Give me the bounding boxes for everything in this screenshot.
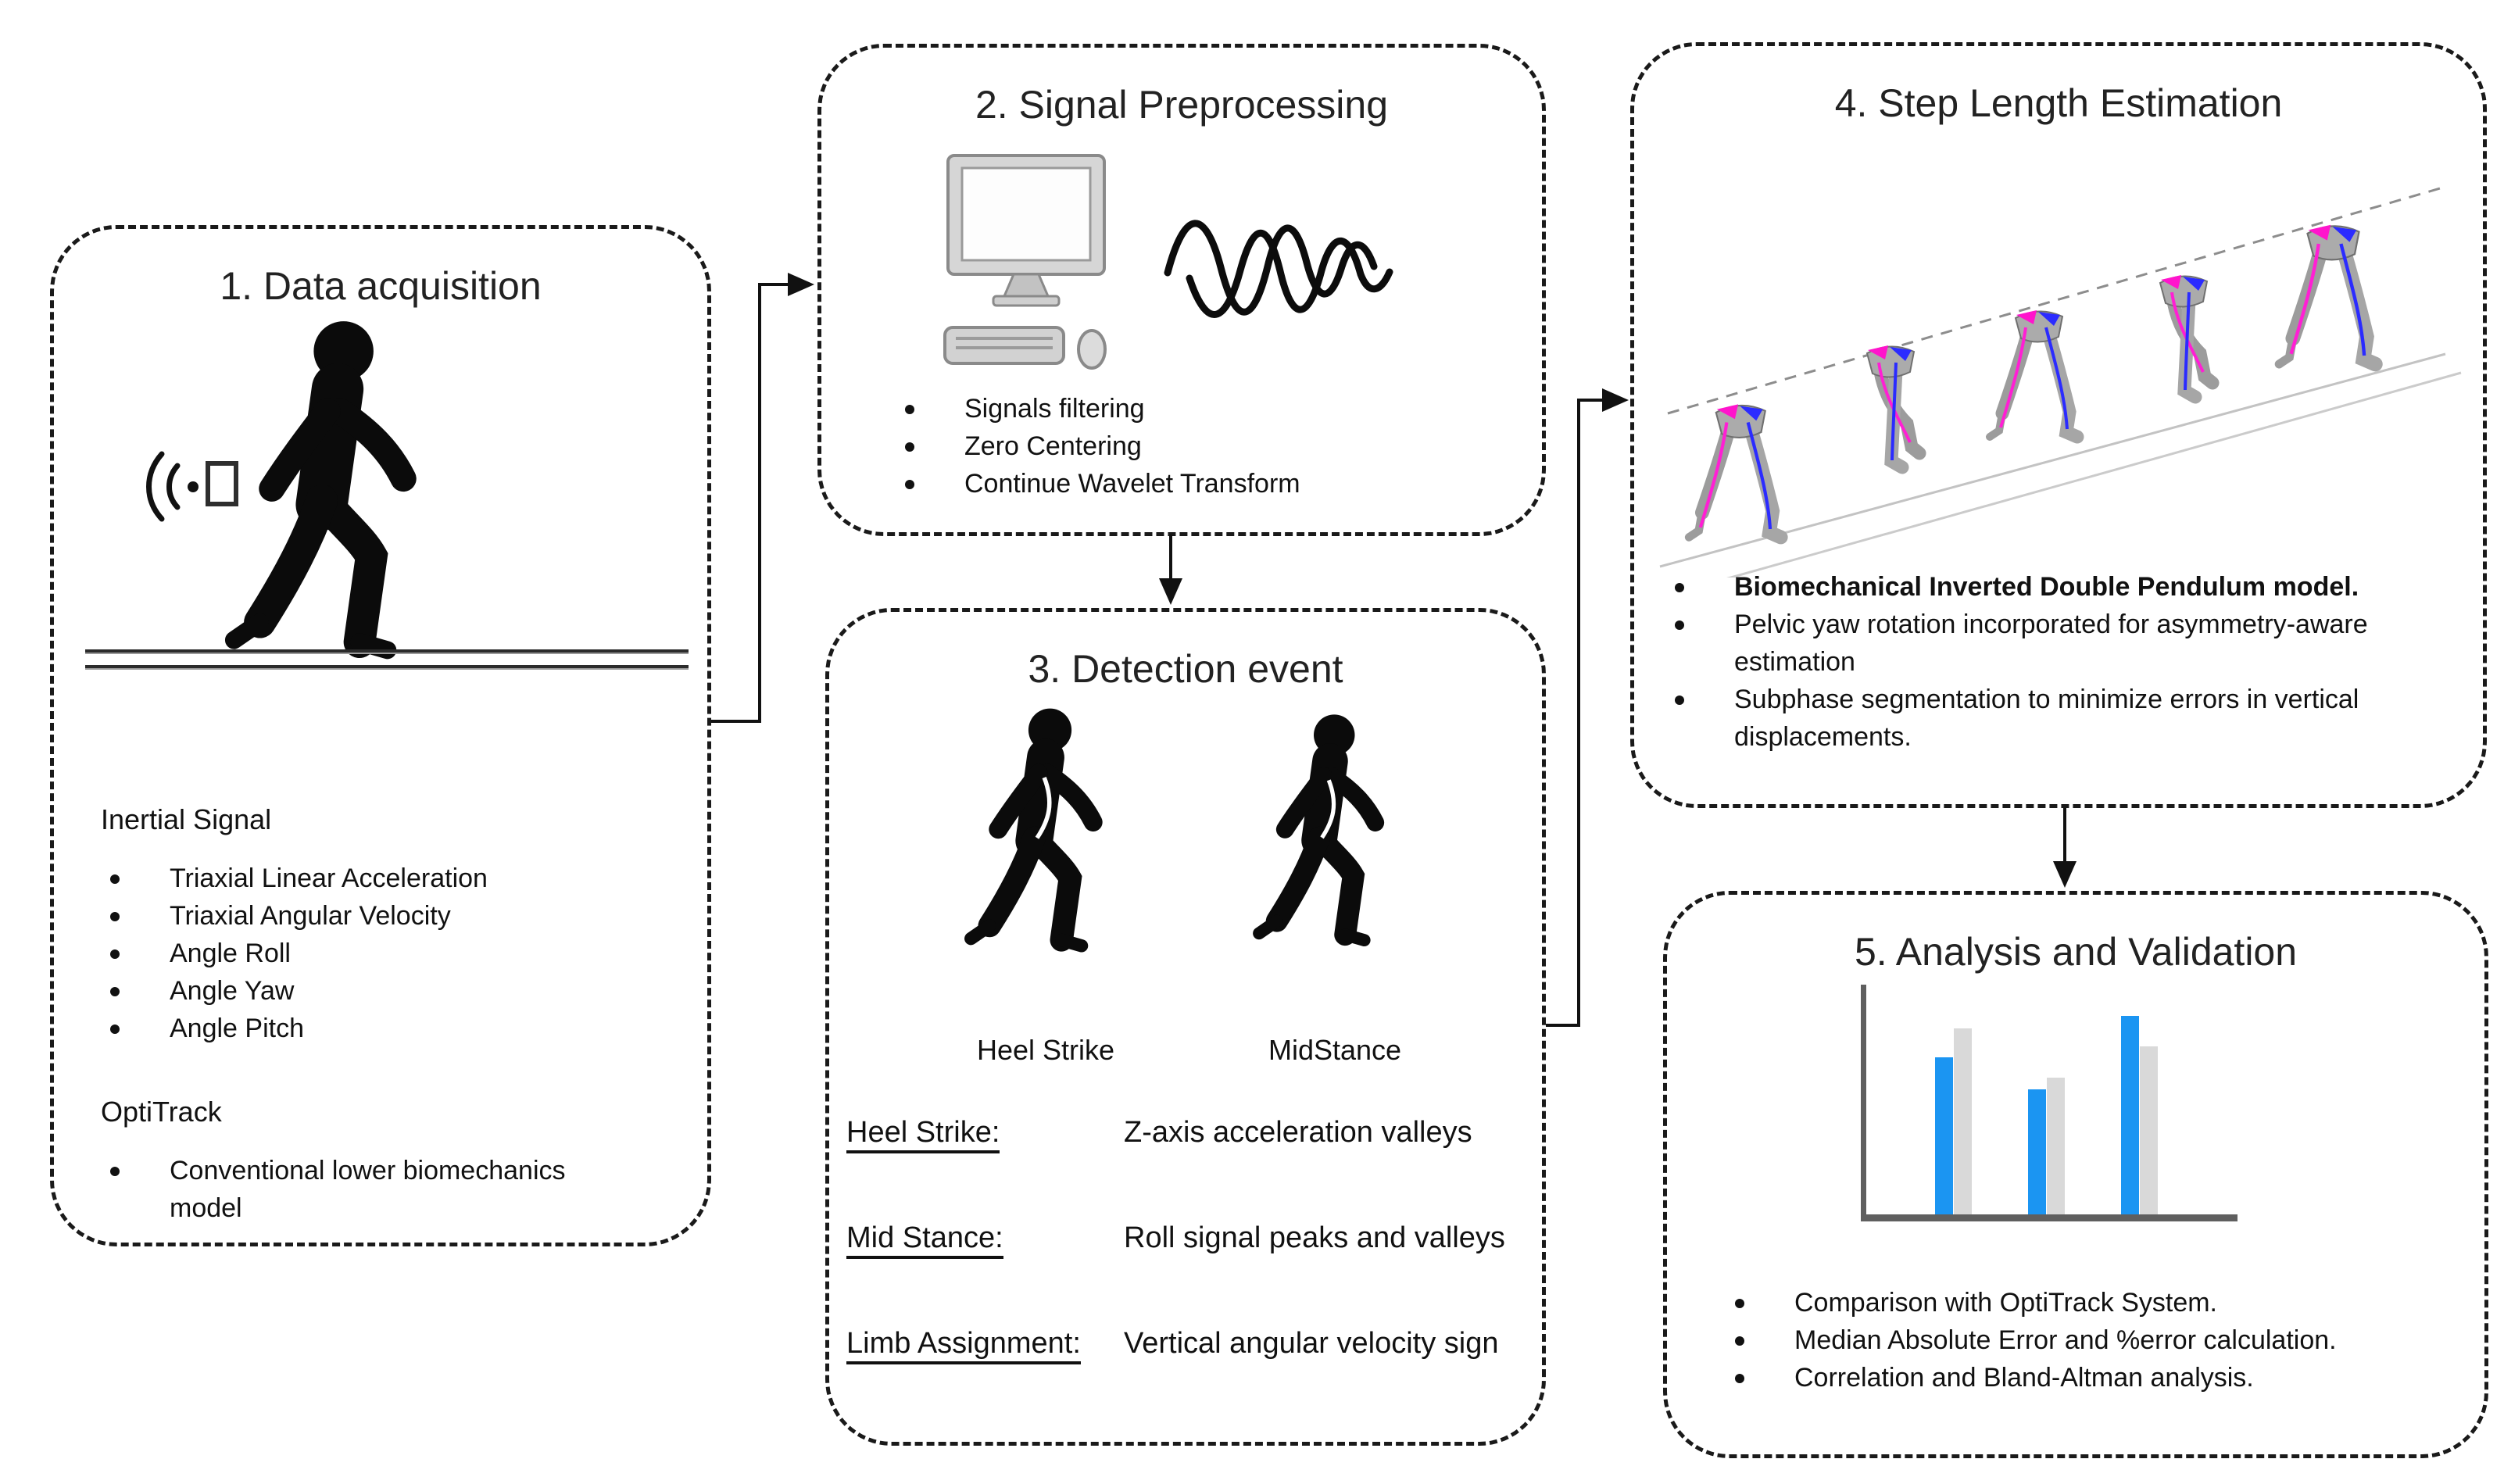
list-item: Continue Wavelet Transform: [896, 465, 1300, 502]
list-item: Signals filtering: [896, 390, 1300, 427]
blue-bar: [1935, 1057, 1953, 1214]
panel-title: 4. Step Length Estimation: [1834, 81, 2283, 125]
panel-title: 3. Detection event: [1028, 647, 1343, 691]
grey-bar: [2047, 1078, 2065, 1214]
figure-label-midstance: MidStance: [1268, 1034, 1402, 1066]
connector-3-segment: [1577, 399, 1580, 1027]
panel-detection-event: 3. Detection event Heel Strike MidStance…: [825, 608, 1546, 1446]
list-item: Angle Roll: [101, 935, 601, 972]
list-item: Angle Pitch: [101, 1010, 601, 1047]
panel-title: 5. Analysis and Validation: [1854, 930, 2298, 974]
list-item: Triaxial Angular Velocity: [101, 897, 601, 935]
figure-label-heel-strike: Heel Strike: [976, 1034, 1115, 1066]
connector-1-segment: [761, 283, 788, 286]
leg-model-sequence-icon: [1659, 185, 2462, 578]
arrow-down-icon: [1159, 578, 1182, 605]
definition-row: Heel Strike: Z-axis acceleration valleys: [846, 1116, 1534, 1153]
grey-bar: [1954, 1028, 1972, 1214]
connector-4-segment: [2063, 808, 2066, 863]
list-item: Triaxial Linear Acceleration: [101, 860, 601, 897]
inertial-signal-heading: Inertial Signal: [101, 803, 272, 835]
list-item: Correlation and Bland-Altman analysis.: [1726, 1359, 2445, 1396]
desktop-computer-icon: [943, 154, 1107, 370]
list-item: Subphase segmentation to minimize errors…: [1665, 681, 2455, 756]
definition-row: Limb Assignment: Vertical angular veloci…: [846, 1327, 1534, 1364]
definition-list: Heel Strike: Z-axis acceleration valleys…: [846, 1116, 1534, 1432]
grey-bar: [2140, 1046, 2158, 1214]
definition-term: Limb Assignment:: [846, 1327, 1081, 1364]
connector-3-segment: [1580, 399, 1604, 402]
list-item: Conventional lower biomechanics model: [101, 1152, 601, 1227]
list-item: Biomechanical Inverted Double Pendulum m…: [1665, 568, 2455, 606]
connector-1-segment: [711, 720, 761, 723]
blue-bar: [2121, 1016, 2139, 1214]
list-item: Median Absolute Error and %error calcula…: [1726, 1321, 2445, 1359]
panel-step-length-estimation: 4. Step Length Estimation Biomechanical …: [1630, 42, 2487, 808]
walking-person-icon: [1248, 706, 1412, 957]
list-item: Comparison with OptiTrack System.: [1726, 1284, 2445, 1321]
list-item: Pelvic yaw rotation incorporated for asy…: [1665, 606, 2455, 681]
definition-term: Heel Strike:: [846, 1116, 1000, 1153]
panel-title: 1. Data acquisition: [220, 264, 542, 308]
list-item: Angle Yaw: [101, 972, 601, 1010]
step-length-list: Biomechanical Inverted Double Pendulum m…: [1665, 568, 2455, 756]
arrow-right-icon: [1602, 388, 1629, 412]
arrow-right-icon: [788, 273, 814, 296]
connector-1-segment: [758, 283, 761, 723]
hip-sensor-icon: [206, 461, 238, 506]
panel-analysis-validation: 5. Analysis and Validation Comparison wi…: [1663, 891, 2488, 1458]
arrow-down-icon: [2053, 861, 2077, 888]
definition-description: Roll signal peaks and valleys: [1124, 1221, 1505, 1254]
panel-title: 2. Signal Preprocessing: [975, 83, 1389, 127]
ground-line: [85, 665, 689, 668]
walking-person-icon: [959, 706, 1132, 957]
definition-description: Z-axis acceleration valleys: [1124, 1116, 1472, 1149]
walking-person-icon: [234, 321, 403, 650]
bar-chart-icon: [1861, 985, 2238, 1221]
panel-signal-preprocessing: 2. Signal Preprocessing Signals filterin…: [817, 44, 1546, 536]
blue-bar: [2028, 1089, 2046, 1214]
optitrack-heading: OptiTrack: [101, 1096, 222, 1128]
walking-person-with-sensor-figure: [101, 303, 523, 670]
ground-line: [85, 649, 689, 653]
connector-3-segment: [1546, 1024, 1580, 1027]
definition-term: Mid Stance:: [846, 1221, 1003, 1259]
connector-2-segment: [1169, 535, 1172, 580]
wireless-signal-icon: [146, 451, 199, 522]
signal-waves-icon: [1164, 219, 1393, 318]
definition-row: Mid Stance: Roll signal peaks and valley…: [846, 1221, 1534, 1259]
analysis-list: Comparison with OptiTrack System.Median …: [1726, 1284, 2445, 1396]
panel-data-acquisition: 1. Data acquisition Inertial Signal: [50, 225, 711, 1246]
list-item: Zero Centering: [896, 427, 1300, 465]
optitrack-list: Conventional lower biomechanics model: [101, 1152, 601, 1227]
definition-description: Vertical angular velocity sign: [1124, 1327, 1499, 1360]
